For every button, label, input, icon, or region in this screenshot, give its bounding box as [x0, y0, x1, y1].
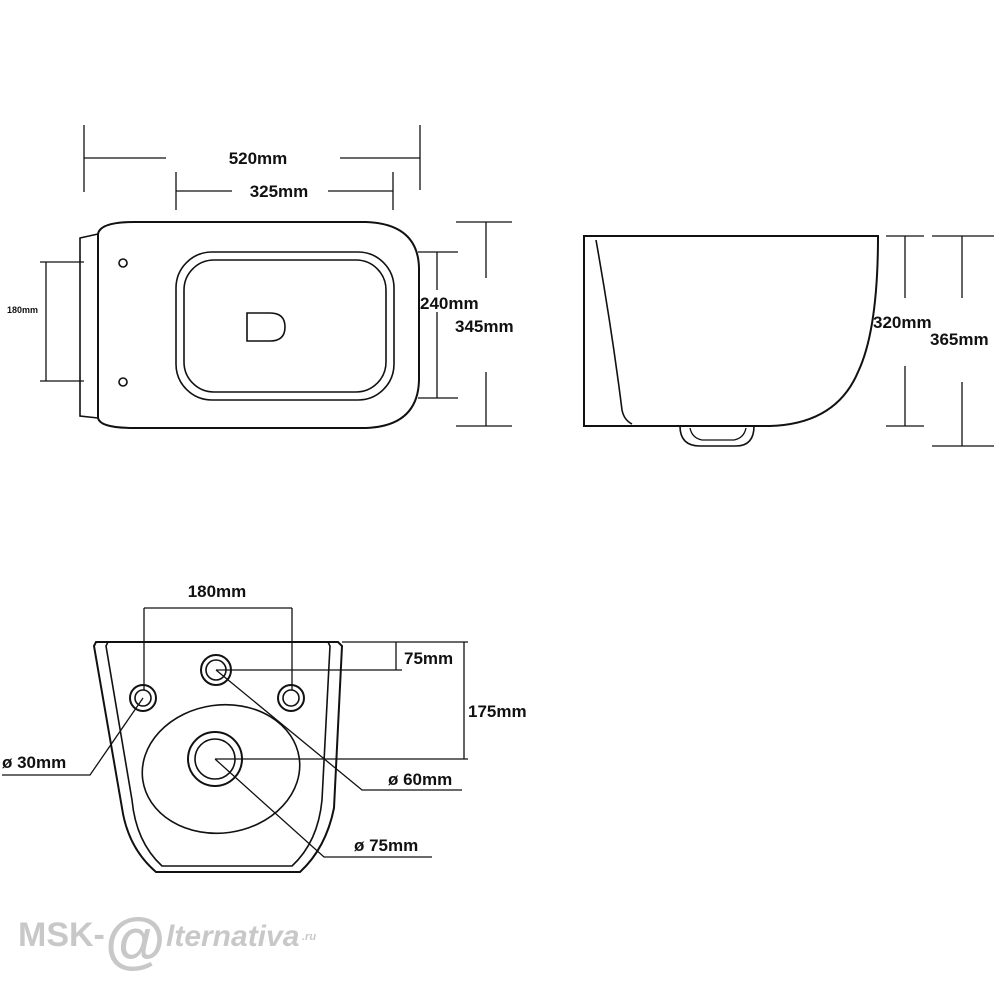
fixing-hole-top — [118, 258, 128, 268]
dim-240-label: 240mm — [420, 294, 479, 313]
label-diameter-60: ø 60mm — [388, 770, 452, 789]
dim-75-label: 75mm — [404, 649, 453, 668]
watermark-suffix: lternativa — [166, 920, 299, 953]
watermark-tld: .ru — [302, 931, 316, 943]
top-view: 520mm 325mm 180mm 240mm — [7, 125, 514, 429]
leader-30 — [2, 697, 144, 776]
side-outlet — [679, 425, 755, 447]
mount-hole-left-inner — [134, 689, 152, 707]
side-outlet-inner — [689, 427, 747, 441]
leader-60 — [215, 669, 462, 791]
back-oval — [141, 703, 301, 835]
wall-plate-outline — [79, 233, 99, 419]
watermark-prefix: MSK- — [18, 916, 105, 954]
mount-hole-right-inner — [282, 689, 300, 707]
dim-175-label: 175mm — [468, 702, 527, 721]
back-view: 180mm 75mm 175mm ø 30mm ø 60mm — [2, 582, 527, 873]
drain-outline — [246, 312, 286, 342]
bowl-outer-outline — [97, 221, 420, 429]
label-diameter-75: ø 75mm — [354, 836, 418, 855]
label-diameter-30: ø 30mm — [2, 753, 66, 772]
watermark-at-icon: @ — [104, 907, 164, 976]
dim-back-180-label: 180mm — [188, 582, 247, 601]
dim-345-label: 345mm — [455, 317, 514, 336]
mount-hole-right-outer — [277, 684, 305, 712]
back-outer-outline — [92, 641, 344, 873]
side-rear-curve — [595, 239, 633, 425]
rim-outer-outline — [175, 251, 395, 401]
rim-inner-outline — [183, 259, 387, 393]
side-body-outline — [583, 235, 880, 427]
dim-180-label: 180mm — [7, 305, 38, 315]
back-inner-outline — [105, 641, 331, 867]
dim-325-label: 325mm — [250, 182, 309, 201]
mount-hole-left-outer — [129, 684, 157, 712]
fixing-hole-bottom — [118, 377, 128, 387]
side-view: 320mm 365mm — [583, 235, 994, 447]
dim-520-label: 520mm — [229, 149, 288, 168]
dim-365-label: 365mm — [930, 330, 989, 349]
dim-320-label: 320mm — [873, 313, 932, 332]
watermark-logo: MSK- @ lternativa .ru — [18, 907, 316, 976]
leader-75 — [214, 758, 432, 858]
